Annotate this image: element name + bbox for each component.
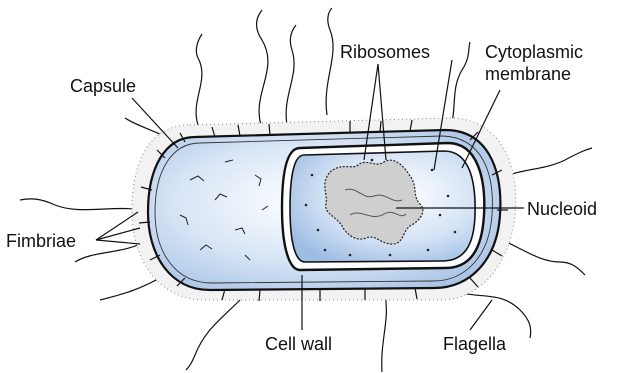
flagellum (326, 8, 333, 115)
cytoplasmic-membrane-label-line1: Cytoplasmic (485, 42, 583, 62)
flagellum (20, 199, 145, 210)
flagellum (500, 148, 592, 178)
nucleoid-label: Nucleoid (527, 199, 597, 219)
ribosome (427, 249, 430, 252)
ribosome (454, 231, 457, 234)
ribosome (447, 195, 450, 198)
capsule-label: Capsule (70, 76, 136, 96)
ribosome (439, 214, 442, 217)
flagellum (450, 290, 531, 338)
cell-wall-label: Cell wall (265, 334, 332, 354)
ribosome (349, 254, 352, 257)
flagellum (257, 10, 268, 128)
fimbriae-leader (96, 212, 138, 240)
flagellum (186, 300, 240, 370)
flagellum (382, 295, 387, 372)
flagellum (286, 25, 296, 125)
ribosome (371, 159, 374, 162)
flagellum (196, 34, 202, 125)
cytoplasmic-membrane-label-line2: membrane (485, 64, 571, 84)
fimbriae-leader (96, 240, 140, 244)
fimbriae-label: Fimbriae (6, 231, 76, 251)
flagella-label: Flagella (443, 334, 507, 354)
ribosome (324, 249, 327, 252)
ribosome (317, 229, 320, 232)
fimbriae-leader (96, 228, 140, 240)
flagellum (498, 238, 585, 275)
ribosomes-label: Ribosomes (340, 42, 430, 62)
flagella-leader (470, 300, 492, 330)
ribosome (389, 254, 392, 257)
ribosome (305, 204, 308, 207)
ribosome (431, 169, 434, 172)
ribosome (311, 174, 314, 177)
